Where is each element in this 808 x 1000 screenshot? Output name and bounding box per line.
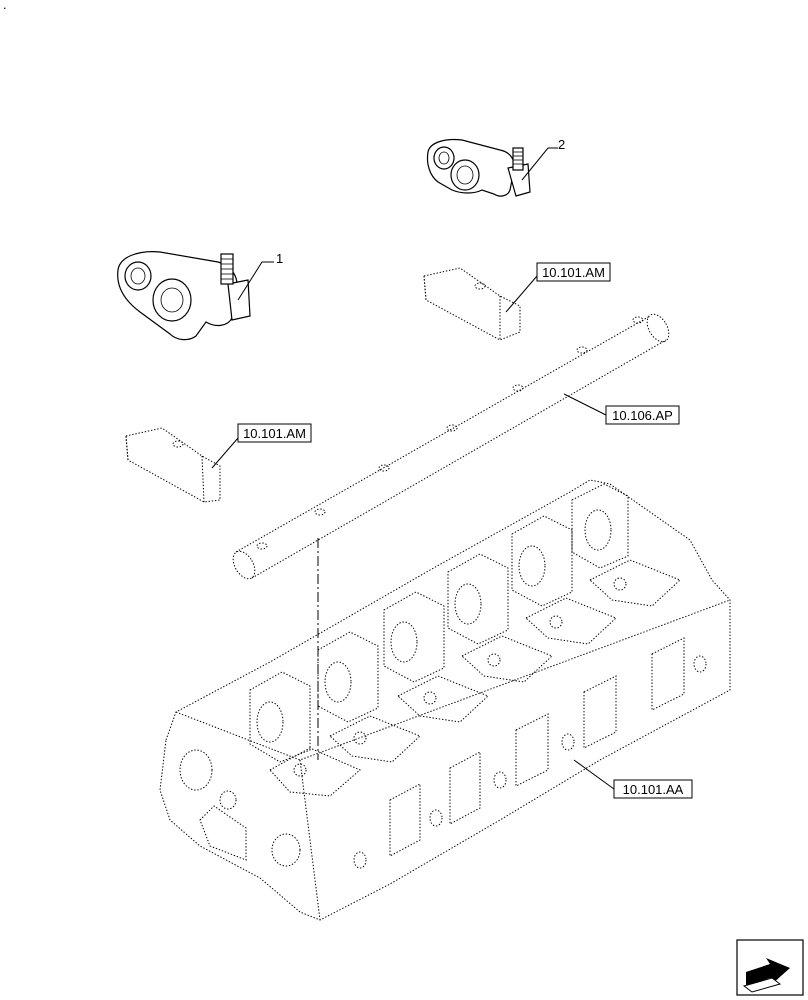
- cylinder-head[interactable]: [159, 479, 731, 921]
- next-page-arrow-icon[interactable]: [736, 939, 804, 996]
- reference-label-top-block[interactable]: 10.101.AM: [536, 262, 611, 282]
- corner-mark: .: [3, 0, 7, 12]
- reference-label-cylinder-head[interactable]: 10.101.AA: [613, 779, 693, 799]
- reference-label-shaft[interactable]: 10.106.AP: [605, 405, 680, 425]
- item-number-1: 1: [276, 251, 283, 266]
- reference-label-left-block[interactable]: 10.101.AM: [237, 423, 312, 443]
- svg-text:10.106.AP: 10.106.AP: [612, 408, 673, 423]
- svg-text:10.101.AM: 10.101.AM: [542, 265, 605, 280]
- support-block-left[interactable]: [125, 427, 221, 503]
- support-block-top[interactable]: [423, 267, 521, 341]
- rocker-arm-large[interactable]: [117, 251, 251, 341]
- rocker-shaft[interactable]: [229, 311, 674, 583]
- svg-text:10.101.AA: 10.101.AA: [623, 782, 684, 797]
- item-number-2: 2: [558, 137, 565, 152]
- svg-text:10.101.AM: 10.101.AM: [243, 426, 306, 441]
- rocker-arm-small[interactable]: [426, 138, 531, 197]
